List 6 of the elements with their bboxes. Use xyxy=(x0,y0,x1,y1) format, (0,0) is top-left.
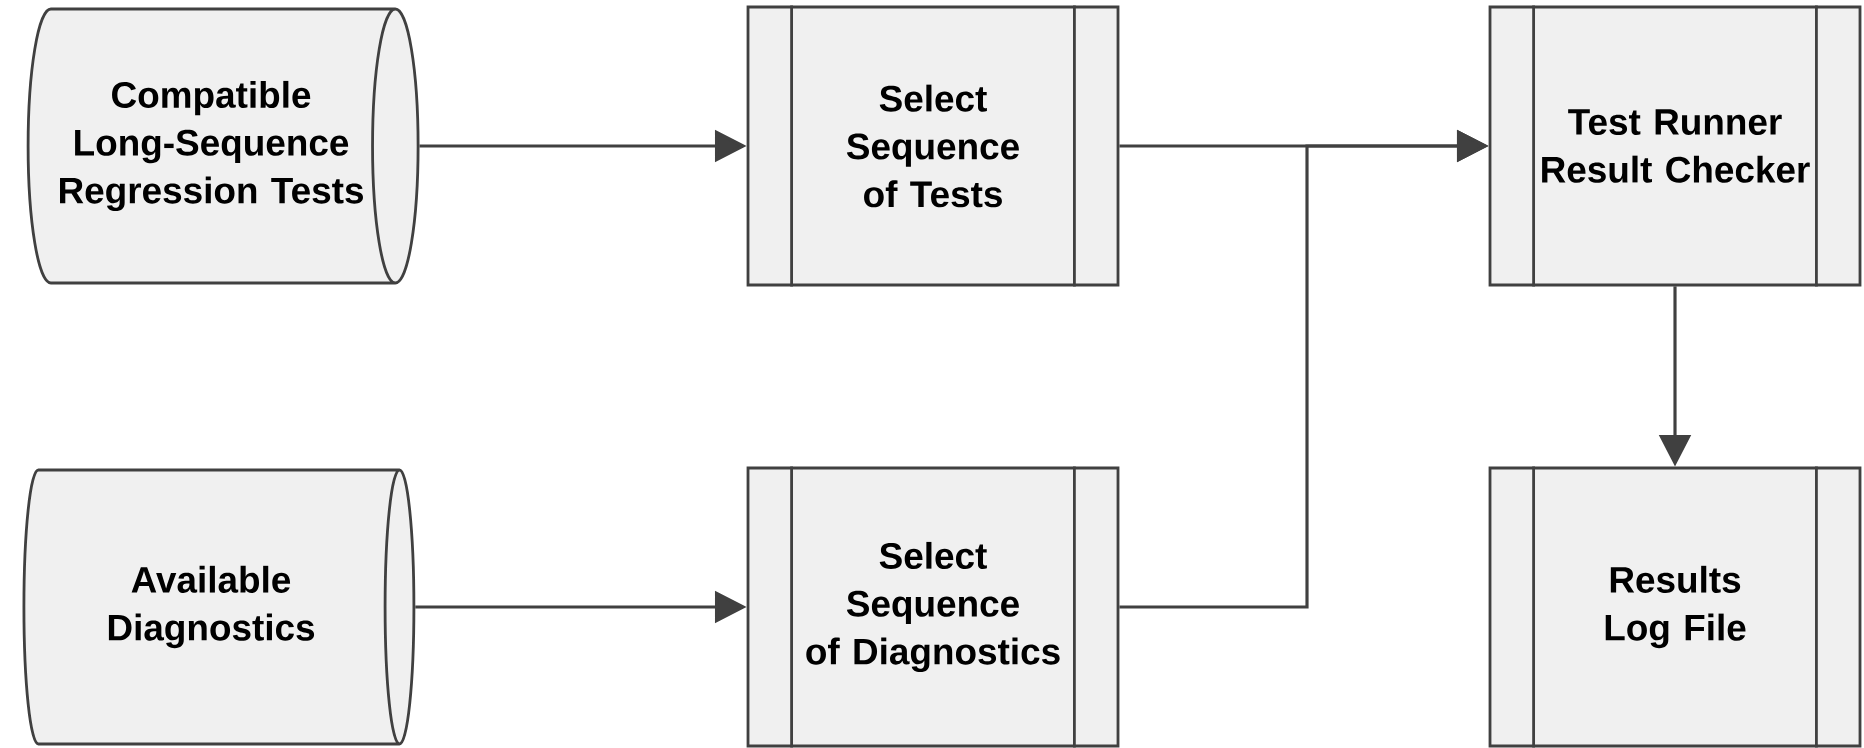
process-box: Test Runner Result Checker xyxy=(1488,5,1862,287)
storage-cylinder: Available Diagnostics xyxy=(22,468,416,746)
process-box: Results Log File xyxy=(1488,466,1862,748)
storage-cylinder: Compatible Long-Sequence Regression Tests xyxy=(26,7,420,285)
process-box: Select Sequence of Tests xyxy=(746,5,1120,287)
process-box: Select Sequence of Diagnostics xyxy=(746,466,1120,748)
